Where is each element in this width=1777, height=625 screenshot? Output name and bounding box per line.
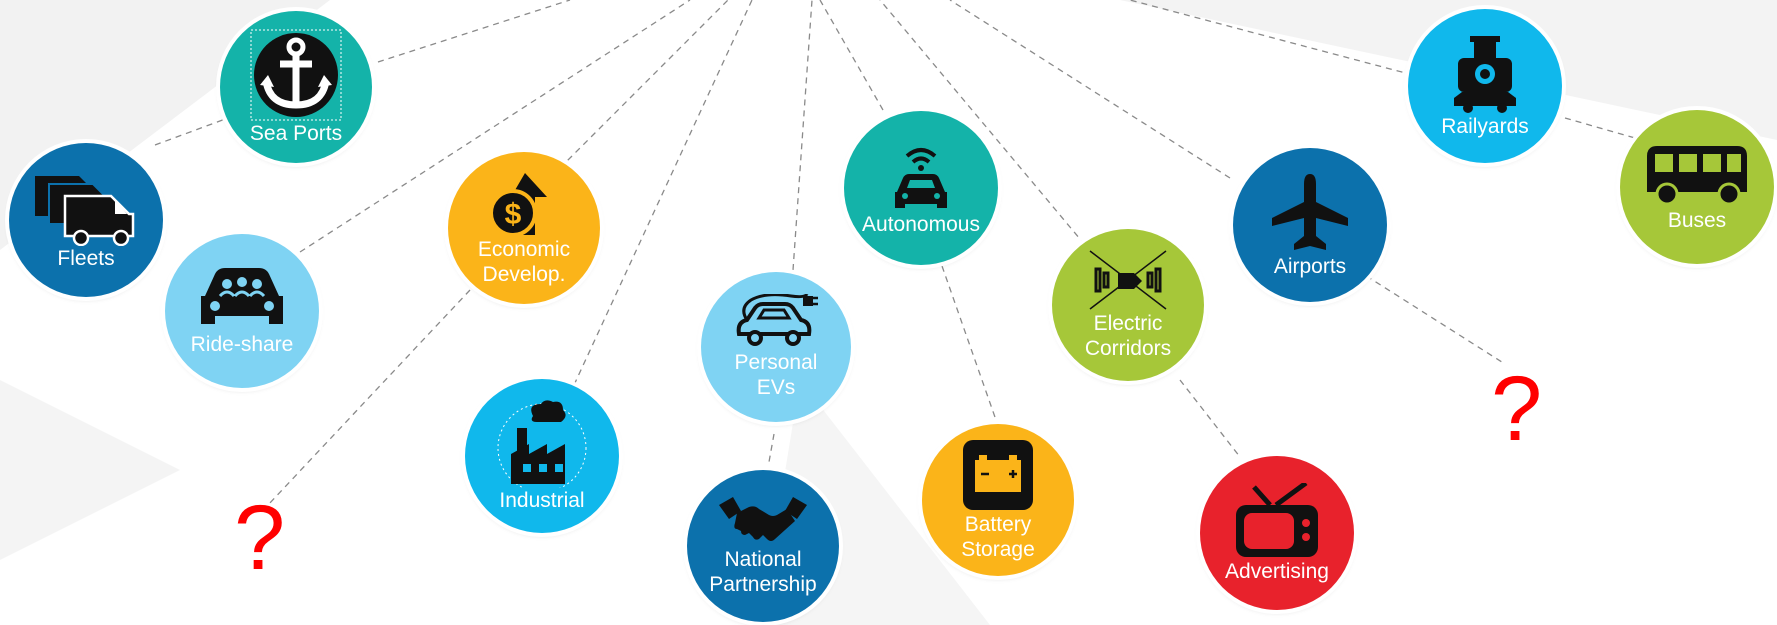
node-industrial: Industrial <box>465 379 619 533</box>
node-airports: Airports <box>1233 148 1387 302</box>
car-passengers-icon <box>195 266 289 332</box>
node-battery-storage: Battery Storage <box>922 424 1074 576</box>
node-label: Industrial <box>499 488 585 512</box>
node-label: Buses <box>1667 208 1727 232</box>
electric-car-plug-icon <box>733 294 819 350</box>
television-icon <box>1232 482 1322 559</box>
node-national-partnership: National Partnership <box>687 470 839 622</box>
node-label: Ride-share <box>190 332 294 356</box>
node-personal-evs: Personal EVs <box>701 272 851 422</box>
handshake-icon <box>717 495 809 547</box>
question-mark-right: ? <box>1491 358 1543 460</box>
locomotive-icon <box>1450 34 1520 114</box>
node-label: National Partnership <box>709 548 817 596</box>
node-label: Economic Develop. <box>477 238 571 286</box>
connected-car-icon <box>891 140 951 212</box>
vans-icon <box>31 170 141 246</box>
node-label: Autonomous <box>862 212 980 236</box>
battery-icon <box>961 438 1035 512</box>
node-label: Advertising <box>1225 559 1329 583</box>
node-autonomous: Autonomous <box>844 111 998 265</box>
corridor-icon <box>1088 249 1168 311</box>
node-label: Railyards <box>1441 114 1529 138</box>
node-buses: Buses <box>1620 110 1774 264</box>
node-electric-corridors: Electric Corridors <box>1052 229 1204 381</box>
factory-icon <box>497 399 587 488</box>
node-label: Electric Corridors <box>1084 312 1172 360</box>
bus-icon <box>1643 142 1751 208</box>
dollar-arrow-up-icon: $ <box>489 169 559 237</box>
node-label: Sea Ports <box>249 121 343 145</box>
node-label: Personal EVs <box>734 351 818 399</box>
question-mark-left: ? <box>234 487 286 589</box>
node-label: Battery Storage <box>961 513 1035 561</box>
node-label: Fleets <box>57 246 115 270</box>
node-economic-develop: $ Economic Develop. <box>448 152 600 304</box>
node-sea-ports: Sea Ports <box>220 11 372 163</box>
node-fleets: Fleets <box>9 143 163 297</box>
node-ride-share: Ride-share <box>165 234 319 388</box>
node-label: Airports <box>1273 254 1347 278</box>
airplane-icon <box>1270 172 1350 254</box>
anchor-icon <box>250 29 342 121</box>
node-advertising: Advertising <box>1200 456 1354 610</box>
node-railyards: Railyards <box>1408 9 1562 163</box>
svg-text:$: $ <box>505 198 522 231</box>
